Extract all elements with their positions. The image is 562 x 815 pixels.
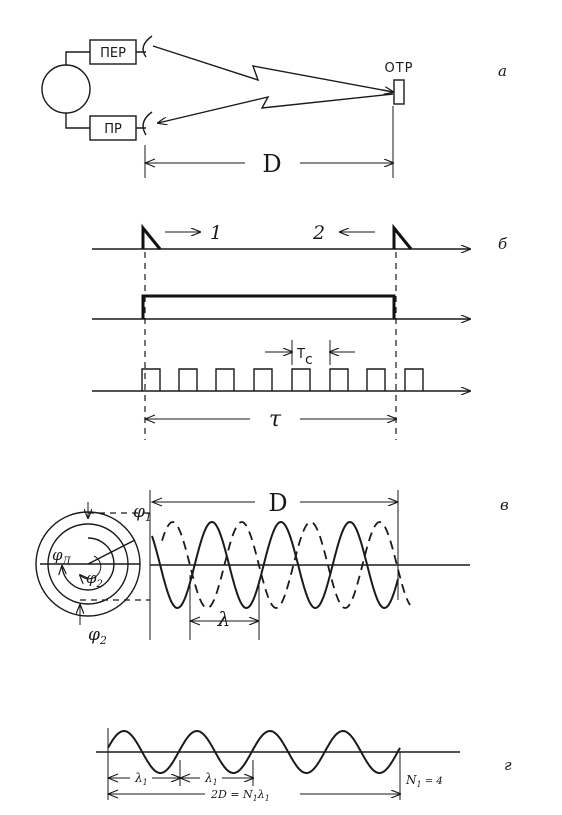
phase-arc-mid — [80, 555, 102, 579]
panel-v-tag: в — [500, 496, 509, 514]
panel-a: ПЕР ПР ОТР D a — [41, 35, 507, 178]
phase2-label: φ2 — [88, 625, 107, 647]
outgoing-signal — [152, 45, 393, 92]
g-equation: 2D = N1λ1 — [210, 788, 270, 803]
wire-to-receiver — [65, 113, 90, 129]
g-lambda2-label: λ1 — [204, 771, 218, 787]
receiver-label: ПР — [104, 122, 122, 137]
pulse-1 — [141, 223, 162, 250]
panel-b-tag: б — [498, 235, 508, 253]
wave-dashed — [161, 521, 411, 609]
transmitter-antenna — [136, 35, 153, 58]
panel-a-tag: a — [498, 62, 507, 80]
distance-label: D — [262, 150, 281, 178]
wave-solid — [151, 520, 399, 610]
phase1-label: φ1 — [133, 502, 152, 524]
wire-to-transmitter — [65, 51, 90, 65]
reflector — [393, 79, 405, 105]
g-count-label: N1 = 4 — [405, 773, 443, 789]
counting-pulse-train — [141, 368, 424, 391]
d-label: D — [268, 489, 287, 517]
pulse-2 — [392, 223, 413, 250]
reflector-label: ОТР — [384, 61, 413, 76]
generator-circle — [41, 64, 91, 114]
panel-v: φД φ2 φ1 φ2 D λ в — [35, 489, 509, 647]
tau-label: τ — [269, 407, 282, 432]
period-label: Tc — [296, 347, 313, 368]
g-lambda1-label: λ1 — [134, 771, 148, 787]
pulse-2-label: 2 — [312, 222, 325, 244]
panel-g: λ1 λ1 2D = N1λ1 N1 = 4 г — [96, 728, 512, 803]
panel-b: 1 2 б Tc τ — [92, 222, 508, 440]
panel-g-tag: г — [504, 756, 512, 774]
gate-pulse — [141, 294, 396, 319]
distance-arrow-left — [143, 158, 156, 168]
phase-center-label: φД — [52, 546, 72, 567]
wave-g — [107, 729, 401, 774]
phase-inner-label: φ2 — [86, 569, 103, 590]
phase-arc-inner — [62, 537, 115, 591]
return-signal — [158, 93, 394, 123]
lambda-label: λ — [217, 607, 231, 631]
pulse-1-label: 1 — [210, 222, 222, 244]
transmitter-label: ПЕР — [100, 46, 126, 61]
receiver-antenna — [136, 111, 153, 136]
